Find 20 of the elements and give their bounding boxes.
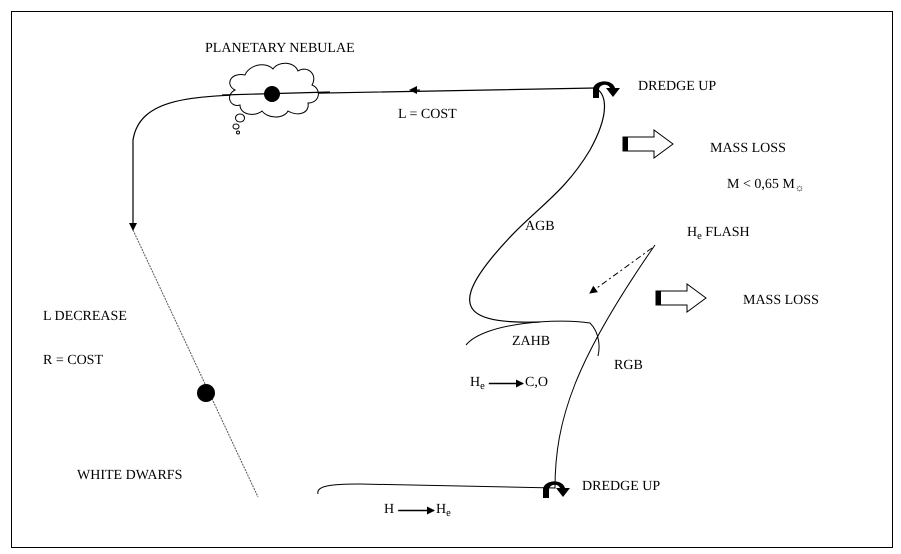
process-label: MASS LOSS — [710, 140, 786, 158]
element-symbol: H$_{e}$ — [470, 375, 485, 390]
mass-limit-label: M < 0,65 M$_{☼}$ — [727, 176, 804, 195]
track-label: L = COST — [398, 106, 457, 124]
element-symbol: H$_{e}$ — [436, 502, 451, 517]
track-label: L DECREASE — [43, 308, 127, 326]
heading-label: PLANETARY NEBULAE — [205, 40, 355, 58]
phase-label: DREDGE UP — [582, 478, 660, 496]
element-symbol: C,O — [525, 375, 548, 390]
element-symbol: H — [384, 502, 394, 517]
stage-label: WHITE DWARFS — [77, 467, 182, 485]
phase-label: ZAHB — [512, 333, 550, 351]
event-label: H$_{e}$ FLASH — [687, 224, 750, 243]
process-label: MASS LOSS — [743, 292, 819, 310]
phase-label: DREDGE UP — [638, 78, 716, 96]
phase-label: AGB — [525, 218, 555, 236]
track-label: R = COST — [43, 352, 104, 370]
arrow — [398, 506, 435, 514]
arrow — [488, 380, 524, 388]
phase-label: RGB — [614, 357, 643, 375]
